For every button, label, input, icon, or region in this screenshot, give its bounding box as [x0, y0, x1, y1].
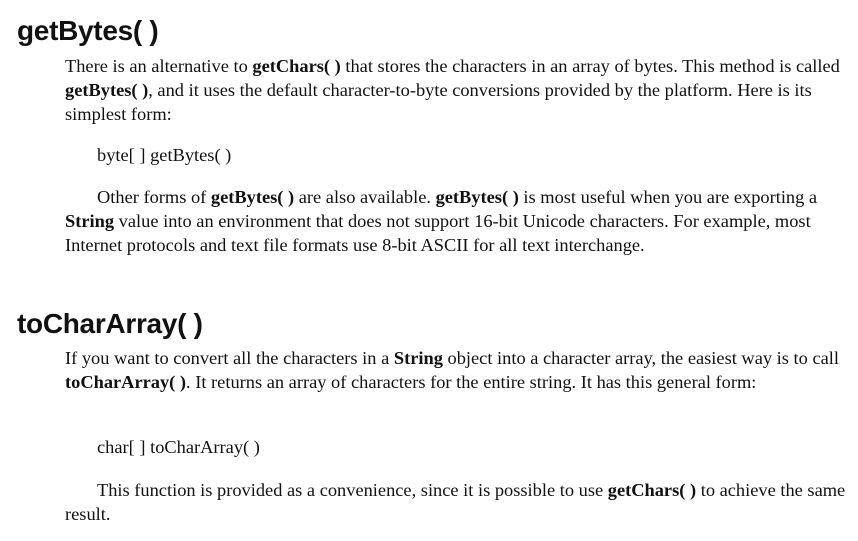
paragraph-tochararray-note: This function is provided as a convenien…: [65, 478, 855, 526]
text-run: that stores the characters in an array o…: [340, 56, 840, 76]
inline-code-term: getBytes( ): [65, 80, 149, 100]
text-run: are also available.: [294, 187, 436, 207]
inline-code-term: getChars( ): [252, 56, 341, 76]
paragraph-getbytes-intro: There is an alternative to getChars( ) t…: [65, 54, 855, 126]
code-line-tochararray: char[ ] toCharArray( ): [97, 437, 260, 457]
text-run: , and it uses the default character-to-b…: [65, 80, 812, 124]
text-run: . It returns an array of characters for …: [186, 372, 757, 392]
text-run: object into a character array, the easie…: [442, 348, 839, 368]
inline-code-term: String: [65, 211, 115, 231]
paragraph-getbytes-usage: Other forms of getBytes( ) are also avai…: [65, 185, 855, 257]
text-run: value into an environment that does not …: [65, 211, 811, 255]
inline-code-term: getChars( ): [607, 480, 697, 500]
section-heading-getbytes: getBytes( ): [17, 15, 159, 46]
text-run: is most useful when you are exporting a: [518, 187, 818, 207]
inline-code-term: toCharArray( ): [65, 372, 187, 392]
inline-code-term: getBytes( ): [435, 187, 519, 207]
section-heading-tochararray: toCharArray( ): [17, 308, 203, 339]
text-run: Other forms of: [97, 187, 211, 207]
paragraph-tochararray-intro: If you want to convert all the character…: [65, 346, 855, 394]
text-run: If you want to convert all the character…: [65, 348, 394, 368]
text-run: This function is provided as a convenien…: [97, 480, 608, 500]
inline-code-term: getBytes( ): [210, 187, 295, 207]
inline-code-term: String: [393, 348, 443, 368]
text-run: There is an alternative to: [65, 56, 253, 76]
text-run: to achieve the same result.: [65, 480, 846, 524]
code-line-getbytes: byte[ ] getBytes( ): [97, 145, 232, 165]
